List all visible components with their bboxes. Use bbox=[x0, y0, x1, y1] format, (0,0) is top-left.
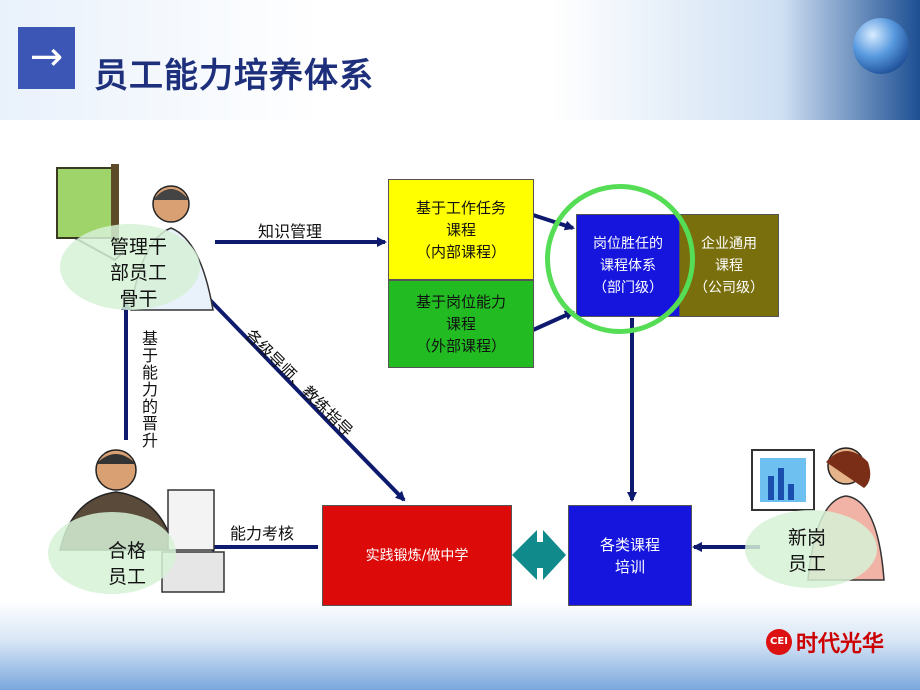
brand-logo: CEI 时代光华 bbox=[766, 626, 884, 658]
arrow-external-to-dept bbox=[532, 310, 575, 332]
edge-label-knowledge-mgmt: 知识管理 bbox=[258, 222, 323, 241]
edge-label-assessment: 能力考核 bbox=[230, 524, 295, 543]
arrow-bidirectional bbox=[512, 530, 566, 580]
external-course-box: 基于岗位能力 课程 （外部课程） bbox=[388, 280, 534, 368]
new-staff-highlight bbox=[745, 510, 877, 588]
page-title: 员工能力培养体系 bbox=[94, 56, 374, 96]
edge-label-promotion: 基于能力的晋升 bbox=[139, 330, 158, 449]
dept-course-highlight-ring bbox=[545, 184, 695, 334]
manager-highlight bbox=[60, 224, 200, 310]
globe-icon bbox=[853, 18, 909, 74]
practice-box: 实践锻炼/做中学 bbox=[322, 505, 512, 606]
qualified-label: 合格 员工 bbox=[108, 540, 147, 588]
manager-label: 管理干 部员工 骨干 bbox=[110, 236, 168, 310]
company-course-box: 企业通用 课程 （公司级） bbox=[679, 214, 779, 317]
new-staff-label: 新岗 员工 bbox=[788, 527, 827, 575]
internal-course-box: 基于工作任务 课程 （内部课程） bbox=[388, 179, 534, 280]
training-box: 各类课程 培训 bbox=[568, 505, 692, 606]
brand-name: 时代光华 bbox=[796, 632, 885, 657]
brand-mark-icon: CEI bbox=[766, 629, 792, 655]
arrow-icon: → bbox=[18, 27, 75, 89]
qualified-highlight bbox=[48, 512, 176, 594]
header-band bbox=[0, 0, 920, 120]
arrow-mentor-guidance bbox=[206, 296, 406, 502]
